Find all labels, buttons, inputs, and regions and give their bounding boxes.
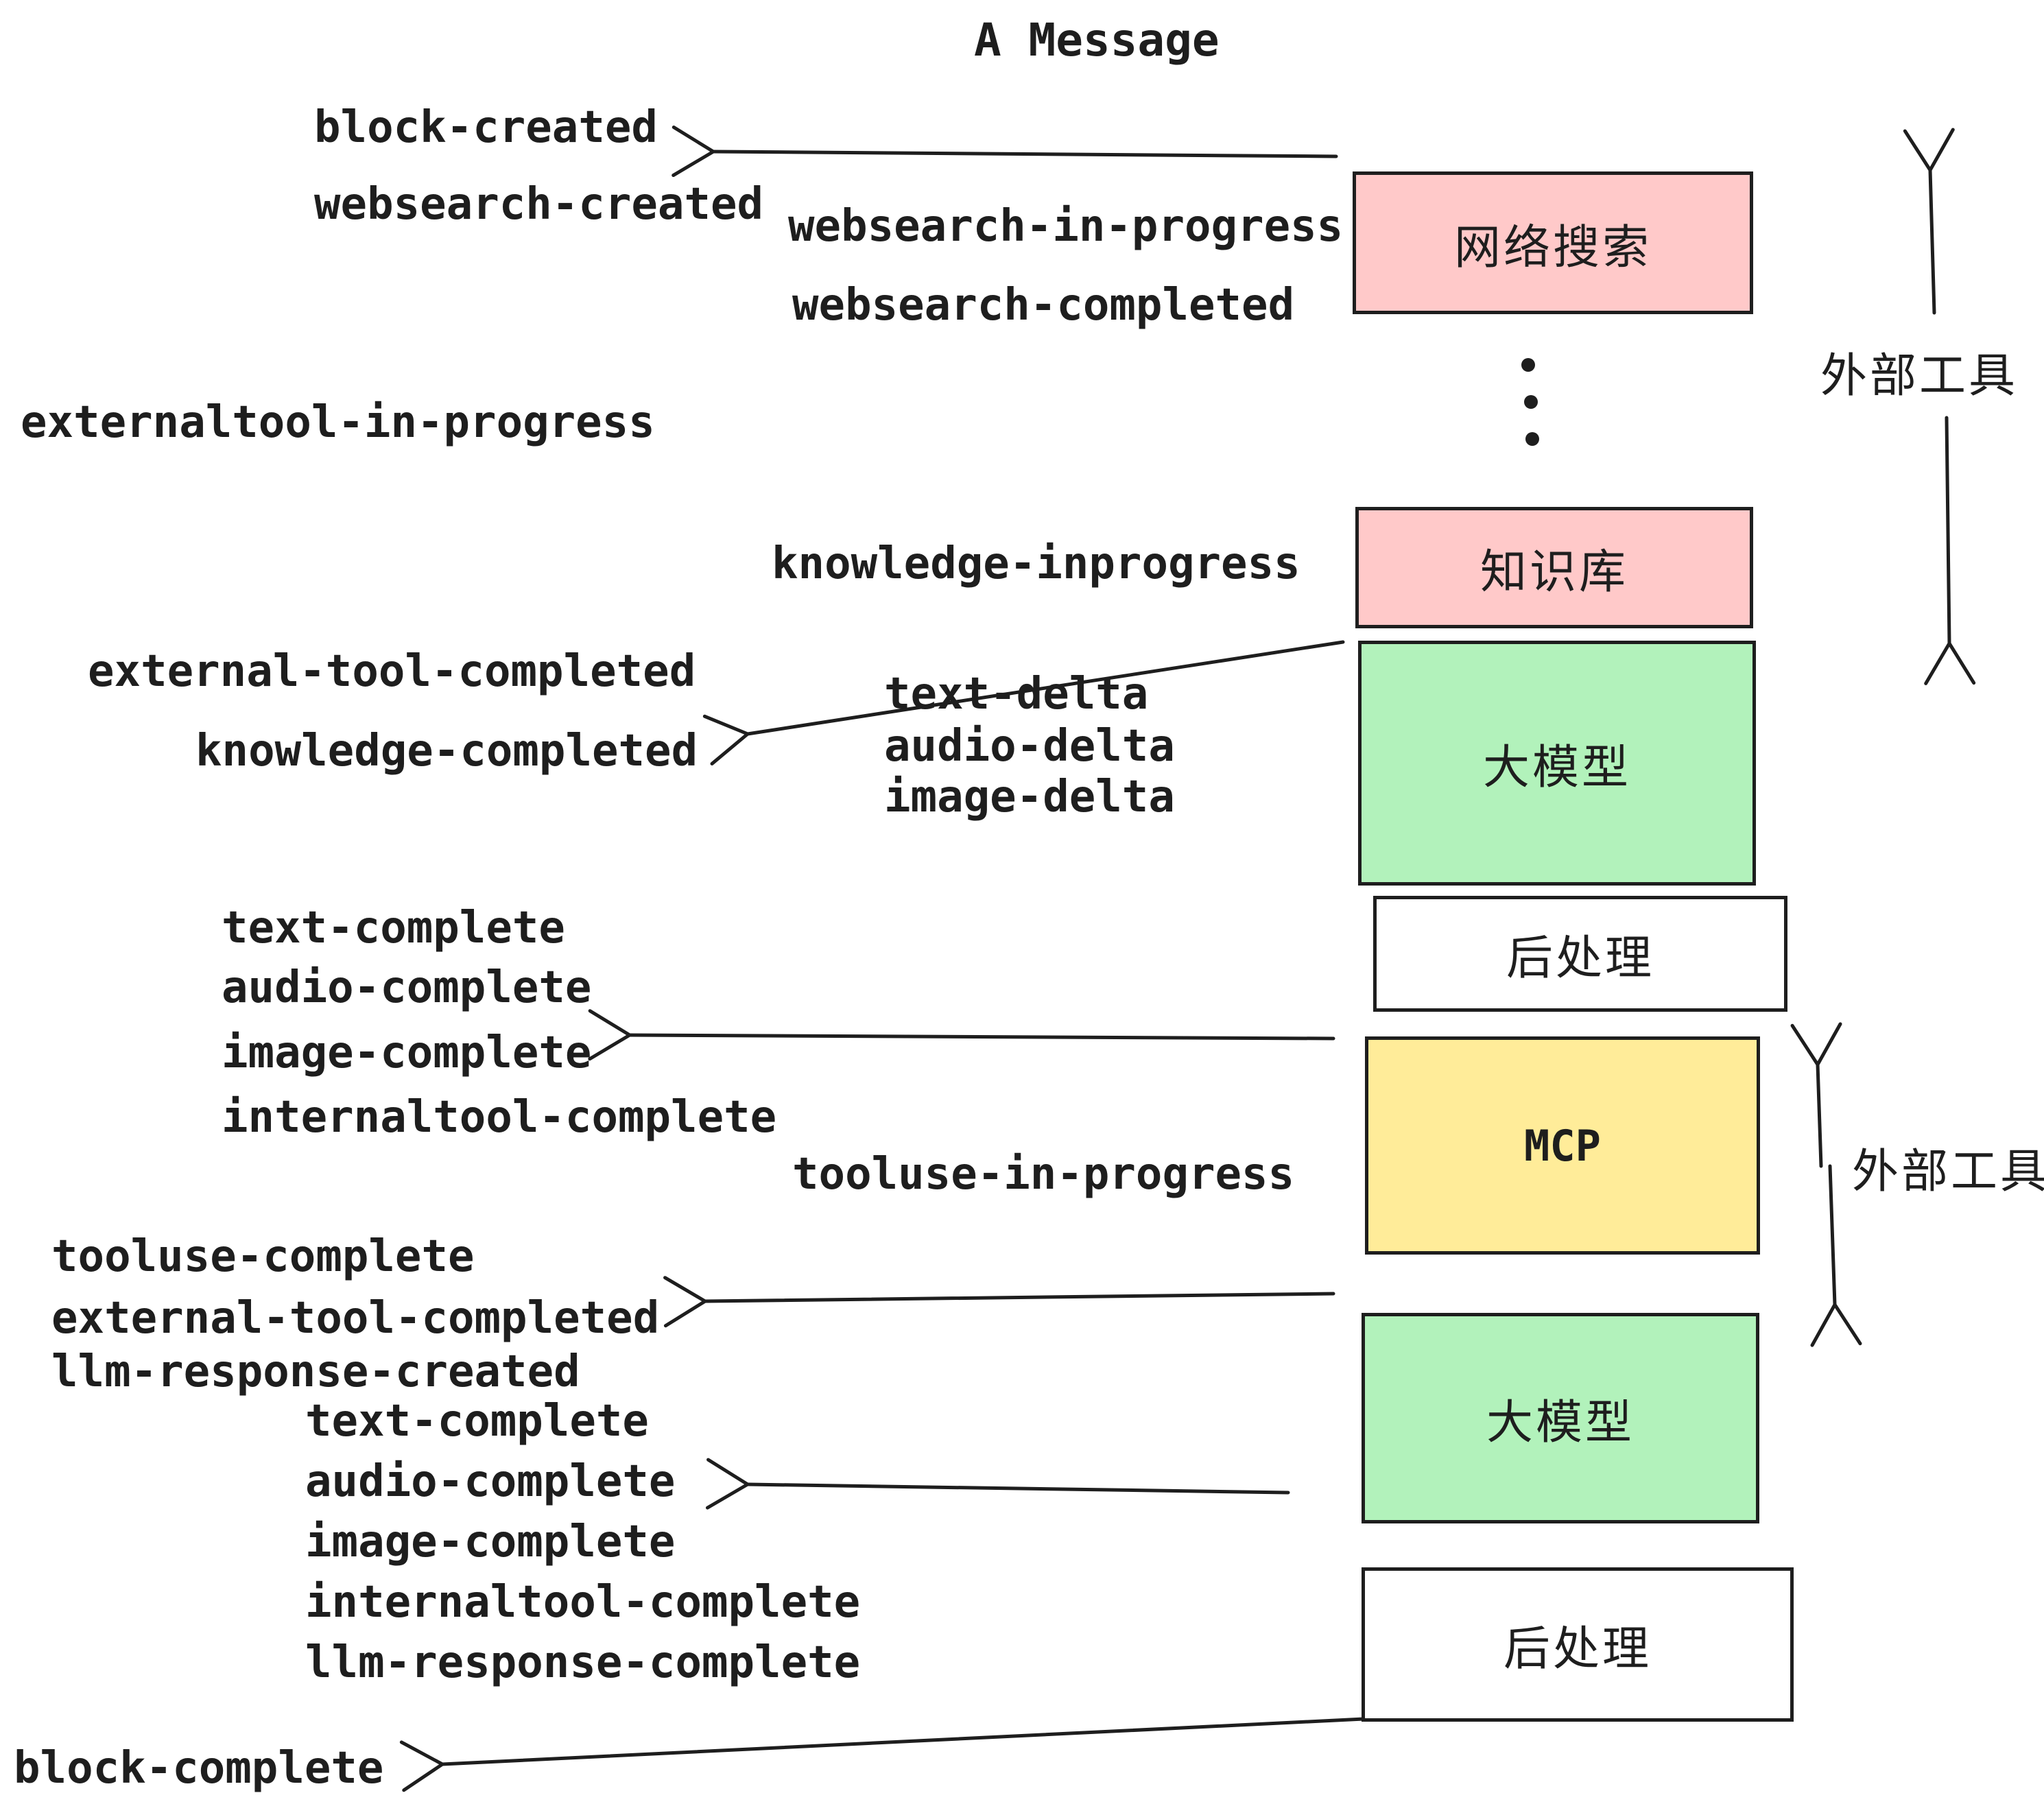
event-websearch-completed: websearch-completed xyxy=(792,280,1295,331)
box-postprocess-1: 后处理 xyxy=(1373,896,1787,1012)
external-tools-2-down-arrow-icon xyxy=(1830,1164,1835,1305)
event-internaltool-complete: internaltool-complete xyxy=(222,1092,777,1143)
arrow-to-tooluse-complete-icon xyxy=(705,1294,1335,1301)
event-text-complete-2: text-complete xyxy=(305,1396,649,1447)
event-image-complete: image-complete xyxy=(222,1028,592,1078)
event-audio-complete: audio-complete xyxy=(222,962,592,1013)
event-knowledge-inprogress: knowledge-inprogress xyxy=(772,538,1300,589)
box-postprocess-2: 后处理 xyxy=(1362,1567,1794,1722)
event-external-tool-completed-2: external-tool-completed xyxy=(51,1293,660,1344)
event-external-tool-completed: external-tool-completed xyxy=(88,646,696,697)
event-audio-complete-2: audio-complete xyxy=(305,1456,676,1507)
event-block-complete: block-complete xyxy=(14,1743,384,1794)
event-knowledge-completed: knowledge-completed xyxy=(195,726,698,776)
event-image-complete-2: image-complete xyxy=(305,1517,676,1567)
ellipsis-dots-icon xyxy=(1521,358,1539,446)
label-external-tools-1: 外部工具 xyxy=(1820,349,2019,403)
event-websearch-created: websearch-created xyxy=(314,179,764,230)
event-tooluse-complete: tooluse-complete xyxy=(51,1231,475,1282)
external-tools-1-down-arrow-icon xyxy=(1947,416,1949,643)
event-text-complete: text-complete xyxy=(222,903,565,953)
event-internaltool-complete-2: internaltool-complete xyxy=(305,1577,861,1628)
event-llm-response-created: llm-response-created xyxy=(51,1346,580,1397)
arrow-to-block-complete-icon xyxy=(442,1717,1366,1764)
external-tools-1-up-arrow-icon xyxy=(1930,170,1934,315)
arrow-to-image-complete-icon xyxy=(630,1035,1335,1039)
event-websearch-in-progress: websearch-in-progress xyxy=(788,201,1344,252)
event-llm-response-complete: llm-response-complete xyxy=(305,1637,861,1688)
diagram-title: A Message xyxy=(974,14,1220,67)
event-block-created: block-created xyxy=(314,102,658,153)
external-tools-2-up-arrow-icon xyxy=(1818,1065,1821,1168)
box-llm-1: 大模型 xyxy=(1358,641,1756,886)
arrow-to-block-created-icon xyxy=(713,152,1338,156)
event-image-delta: image-delta xyxy=(884,772,1175,822)
box-knowledge-base: 知识库 xyxy=(1355,507,1753,628)
box-mcp: MCP xyxy=(1365,1036,1760,1255)
event-externaltool-in-progress: externaltool-in-progress xyxy=(21,397,655,448)
event-audio-delta: audio-delta xyxy=(884,721,1175,772)
arrow-to-audio-complete-icon xyxy=(748,1484,1290,1493)
box-llm-2: 大模型 xyxy=(1362,1313,1759,1523)
event-tooluse-in-progress: tooluse-in-progress xyxy=(792,1149,1295,1200)
box-websearch: 网络搜索 xyxy=(1353,171,1753,314)
label-external-tools-2: 外部工具 xyxy=(1852,1145,2044,1199)
event-text-delta: text-delta xyxy=(884,669,1149,720)
